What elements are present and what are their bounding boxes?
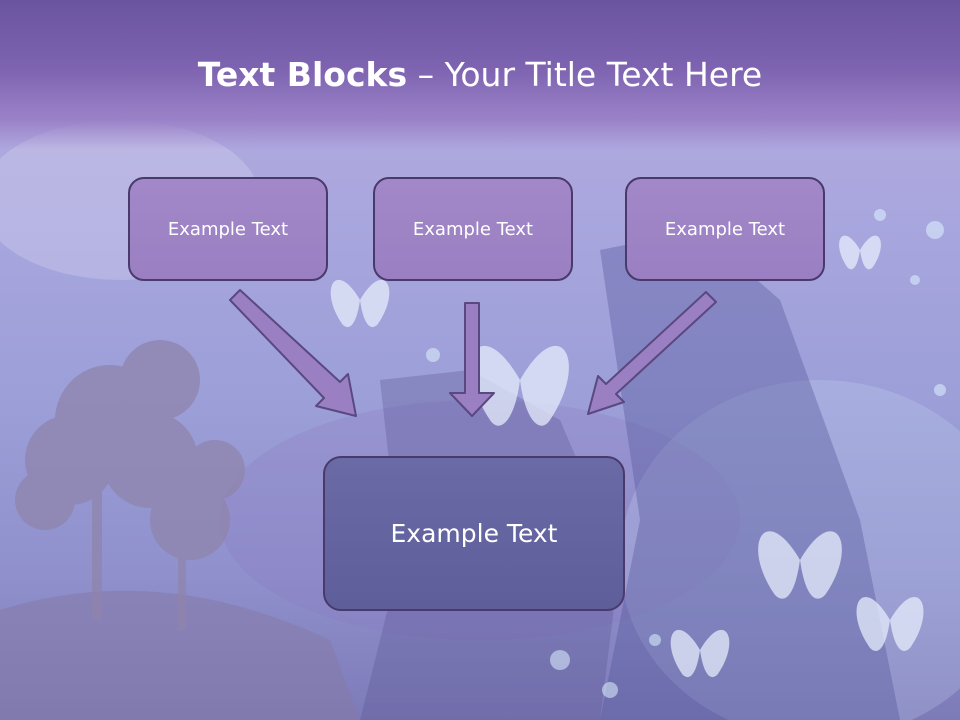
butterfly-icon	[839, 235, 881, 270]
butterfly-icon	[758, 531, 842, 599]
arrow-down-icon	[449, 302, 495, 417]
text-block-2[interactable]: Example Text	[373, 177, 573, 281]
title-band	[0, 0, 960, 150]
text-block-1[interactable]: Example Text	[128, 177, 328, 281]
slide-title-bold: Text Blocks	[197, 55, 408, 94]
target-text-block[interactable]: Example Text	[323, 456, 625, 611]
tree-icon	[15, 340, 245, 630]
butterfly-icon	[330, 279, 390, 328]
butterfly-icon	[856, 597, 924, 651]
slide-title-rest: Your Title Text Here	[444, 55, 763, 94]
butterfly-icon	[670, 629, 730, 678]
slide-title[interactable]: Text Blocks – Your Title Text Here	[0, 52, 960, 98]
text-block-3[interactable]: Example Text	[625, 177, 825, 281]
butterfly-icon	[471, 345, 569, 426]
arrow-down-left-icon	[587, 291, 717, 415]
arrow-down-right-icon	[229, 289, 357, 417]
slide-title-separator: –	[407, 55, 445, 94]
